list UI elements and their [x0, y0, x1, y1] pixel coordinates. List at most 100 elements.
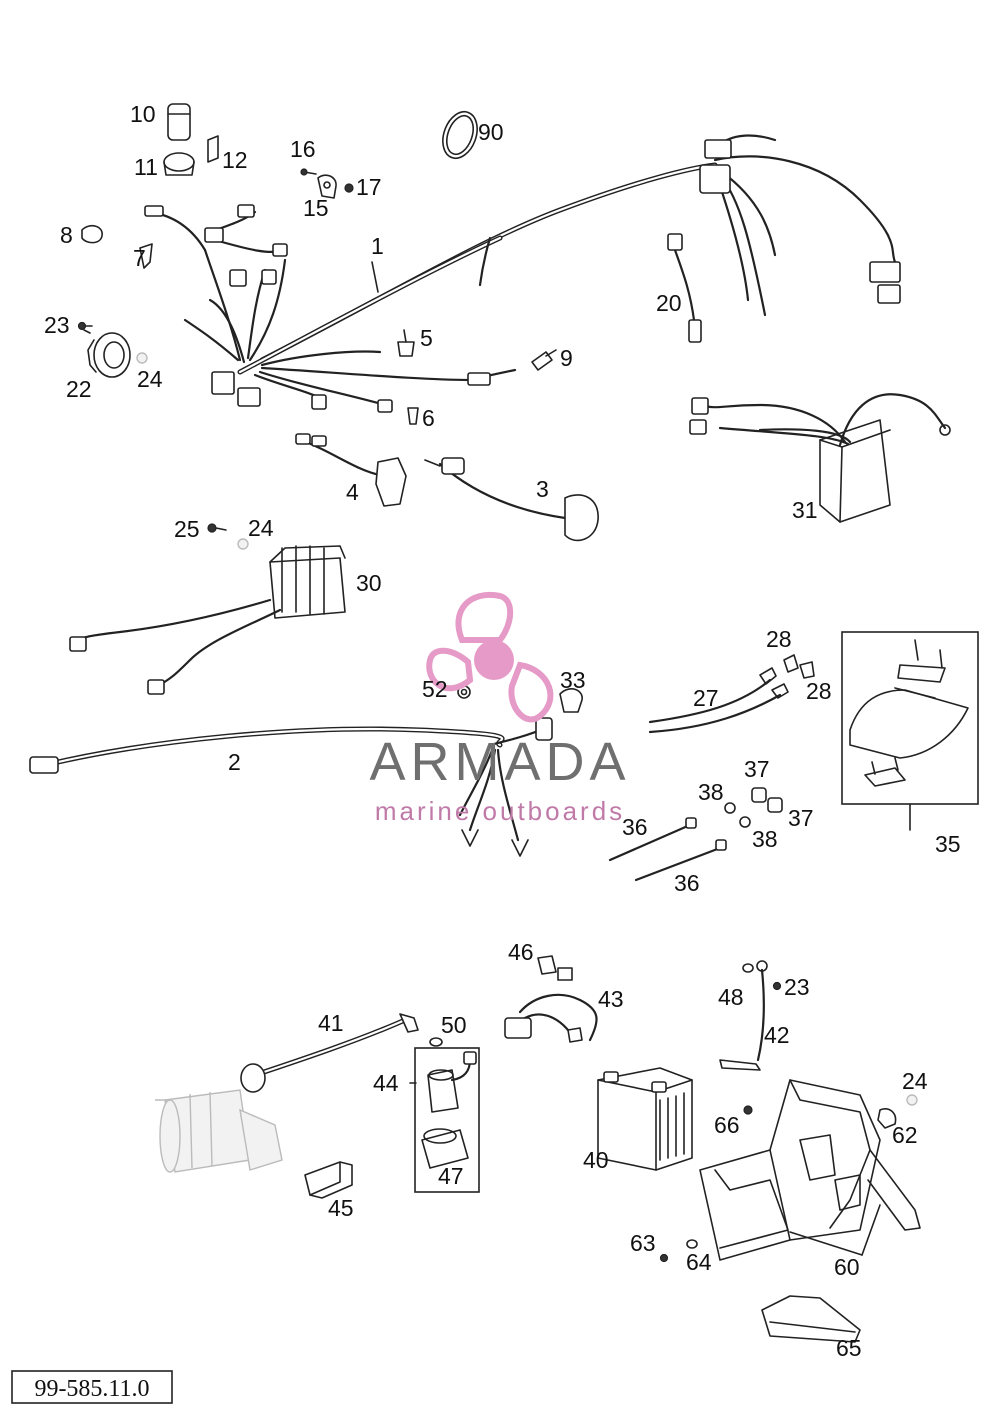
part-bulb-10 [167, 103, 191, 141]
callout-48: 48 [718, 984, 744, 1010]
callout-22: 22 [66, 376, 92, 402]
part-screw-63 [659, 1253, 669, 1263]
callout-65: 65 [836, 1335, 862, 1361]
part-horn-22 [83, 329, 131, 378]
part-lamp-cable-27 [648, 667, 789, 734]
callout-labels: 10 11 12 16 17 15 90 8 7 1 20 23 5 9 24 … [44, 101, 961, 1361]
callout-16: 16 [290, 136, 316, 162]
callout-1: 1 [371, 233, 384, 259]
watermark-brand: ARMADA [369, 732, 630, 792]
callout-52: 52 [422, 676, 448, 702]
callout-30: 30 [356, 570, 382, 596]
part-switch-5 [397, 329, 415, 357]
part-regulator-30 [69, 545, 346, 695]
callout-38b: 38 [752, 826, 778, 852]
part-screw-23a [77, 321, 93, 331]
part-relay-holder-47 [421, 1128, 469, 1169]
part-nut-24c [906, 1094, 918, 1106]
callout-63: 63 [630, 1230, 656, 1256]
part-nut-66 [743, 1105, 753, 1115]
callout-37a: 37 [744, 756, 770, 782]
callout-38a: 38 [698, 779, 724, 805]
callout-45: 45 [328, 1195, 354, 1221]
part-relay-group-44 [414, 1047, 480, 1193]
callout-28a: 28 [766, 626, 792, 652]
callout-9: 9 [560, 345, 573, 371]
drawing-number: 99-585.11.0 [34, 1376, 149, 1402]
callout-2: 2 [228, 749, 241, 775]
leader-lines [371, 261, 881, 1256]
callout-66: 66 [714, 1112, 740, 1138]
callout-40: 40 [583, 1147, 609, 1173]
part-bulb-28b [799, 661, 815, 679]
callout-17: 17 [356, 174, 382, 200]
part-grommet-8 [81, 224, 103, 244]
part-battery-harness-2 [29, 717, 553, 857]
part-pad-65 [761, 1295, 861, 1343]
callout-23b: 23 [784, 974, 810, 1000]
part-socket-38a [724, 802, 736, 814]
callout-24c: 24 [902, 1068, 928, 1094]
part-fuse-holder-43 [504, 993, 598, 1043]
part-bulb-7 [139, 243, 153, 269]
callout-44: 44 [373, 1070, 399, 1096]
part-bulb-37a [751, 787, 767, 803]
callout-3: 3 [536, 476, 549, 502]
part-main-wiring-harness [144, 134, 901, 413]
part-bracket-45 [304, 1161, 353, 1199]
callout-25: 25 [174, 516, 200, 542]
callout-24b: 24 [248, 515, 274, 541]
callout-36b: 36 [674, 870, 700, 896]
callout-43: 43 [598, 986, 624, 1012]
part-nut-24b [237, 538, 249, 550]
callout-46: 46 [508, 939, 534, 965]
part-washer-64 [686, 1239, 698, 1249]
part-bracket-15 [317, 174, 337, 199]
callout-27: 27 [693, 685, 719, 711]
callout-47: 47 [438, 1163, 464, 1189]
part-washer-48 [742, 963, 754, 973]
part-nut-24a [136, 352, 148, 364]
callout-20: 20 [656, 290, 682, 316]
callout-36a: 36 [622, 814, 648, 840]
callout-31: 31 [792, 497, 818, 523]
part-sensor-20 [667, 233, 702, 343]
watermark-tagline: marine outboards [375, 796, 625, 826]
part-starter-motor-ghost [155, 1089, 283, 1173]
armada-logo [426, 591, 554, 723]
callout-33: 33 [560, 667, 586, 693]
drawing-number-box: 99-585.11.0 [11, 1370, 173, 1404]
part-nut-17 [344, 183, 354, 193]
callout-90: 90 [478, 119, 504, 145]
callout-5: 5 [420, 325, 433, 351]
part-battery-bracket-60 [699, 1079, 921, 1261]
callout-42: 42 [764, 1022, 790, 1048]
part-fuse-46 [537, 955, 573, 981]
callout-4: 4 [346, 479, 359, 505]
callout-62: 62 [892, 1122, 918, 1148]
part-ground-cable-42 [719, 960, 768, 1071]
callout-7: 7 [133, 245, 146, 271]
part-connector-9 [531, 349, 557, 371]
callout-12: 12 [222, 147, 248, 173]
callout-10: 10 [130, 101, 156, 127]
part-cable-tie-90 [442, 110, 478, 160]
callout-15: 15 [303, 195, 329, 221]
part-cdi-unit-31 [689, 393, 951, 523]
part-wire-36a [608, 817, 697, 862]
part-bulb-28a [783, 654, 799, 673]
callout-50: 50 [441, 1012, 467, 1038]
part-bulb-37b [767, 797, 783, 813]
callout-35: 35 [935, 831, 961, 857]
callout-23a: 23 [44, 312, 70, 338]
part-bulb-holder-11 [163, 152, 195, 176]
callout-64: 64 [686, 1249, 712, 1275]
part-grommet-62 [877, 1108, 897, 1129]
callout-11: 11 [134, 154, 158, 180]
callout-24a: 24 [137, 366, 163, 392]
part-bulb-33 [559, 688, 583, 713]
callout-37b: 37 [788, 805, 814, 831]
callout-41: 41 [318, 1010, 344, 1036]
callout-28b: 28 [806, 678, 832, 704]
